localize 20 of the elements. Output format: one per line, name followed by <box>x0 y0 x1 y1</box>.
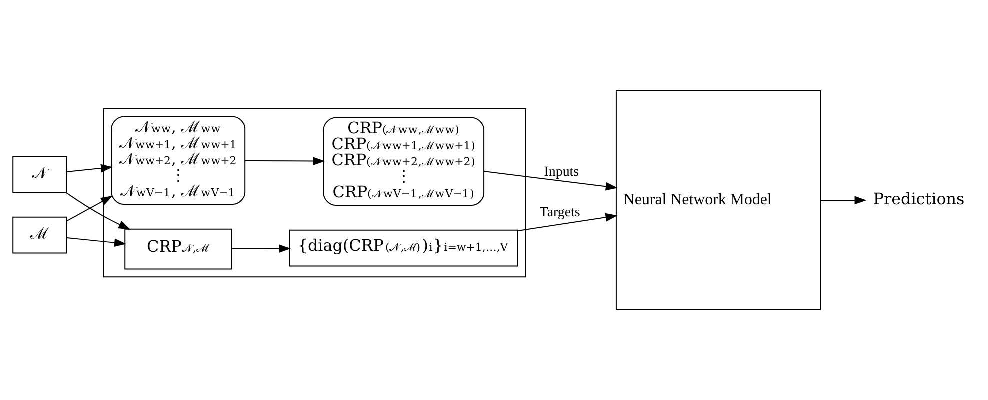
arrow <box>820 196 867 204</box>
cluster <box>103 108 526 278</box>
arrow <box>66 237 126 247</box>
node-box: 𝒩 <box>12 156 68 193</box>
arrow <box>244 156 326 165</box>
node-box: 𝒩ww, ℳww 𝒩ww+1, ℳww+1 𝒩ww+2, ℳww+2 ⋮ 𝒩wV−1, ℳwV−1 <box>111 116 246 204</box>
arrow <box>66 192 131 230</box>
node-box: {diag(CRP(𝒩,ℳ))i}i=w+1,…,V <box>289 229 518 266</box>
arrow <box>66 164 114 172</box>
arrow <box>66 196 113 222</box>
edge-label: Targets <box>540 205 580 220</box>
node-box: CRP𝒩,ℳ <box>124 228 232 270</box>
arrow <box>518 212 618 231</box>
arrow <box>231 244 292 253</box>
arrow <box>484 170 618 190</box>
edge-label: Inputs <box>544 164 580 180</box>
node-box: Neural Network Model <box>616 90 822 310</box>
node-box: CRP(𝒩ww,ℳww) CRP(𝒩ww+1,ℳww+1) CRP(𝒩ww+2,ℳww+2) ⋮ CRP(𝒩wV−1,ℳwV−1) <box>323 116 485 206</box>
node-box: ℳ <box>12 216 68 254</box>
node-text: Predictions <box>873 188 965 208</box>
